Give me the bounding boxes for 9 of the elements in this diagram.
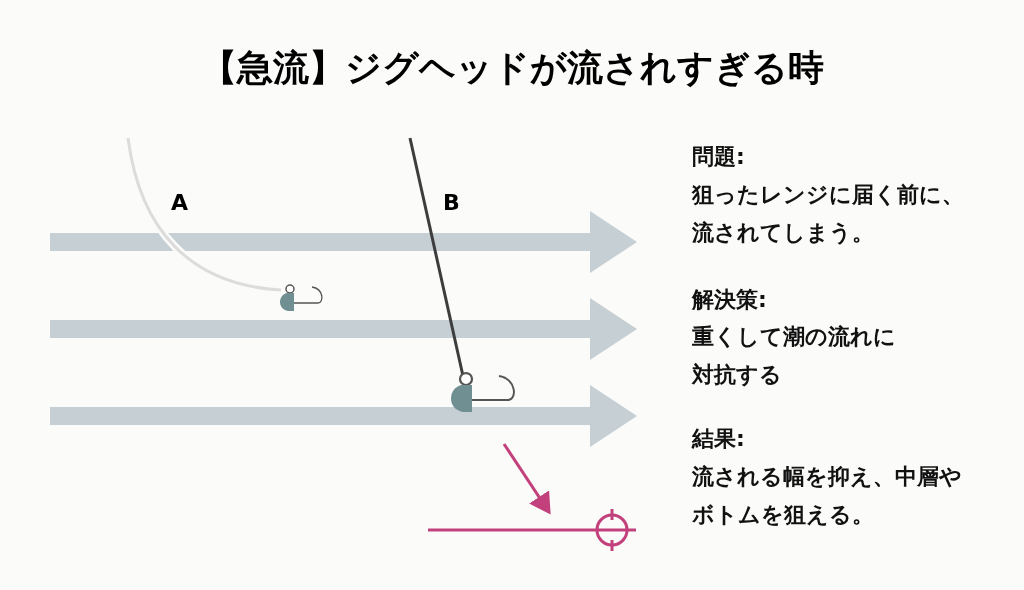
line-label: B [443, 189, 460, 217]
description: 流される幅を抑え、中層やボトムを狙える。 [692, 463, 963, 529]
title: 【急流】ジグヘッドが流されすぎる時 [199, 46, 825, 90]
description: 狙ったレンジに届く前に、流されてしまう。 [692, 181, 965, 247]
heading: 問題: [692, 143, 746, 171]
heading: 解決策: [692, 286, 768, 314]
heading: 結果: [692, 425, 746, 453]
line-label: A [171, 189, 189, 217]
description: 重くして潮の流れに対抗する [692, 323, 897, 389]
